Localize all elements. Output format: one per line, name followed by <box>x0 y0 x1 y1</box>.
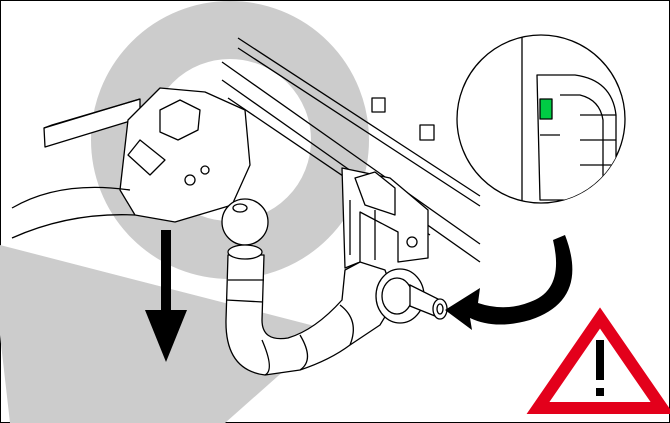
coupling-bolt-1 <box>185 175 195 185</box>
bracket-clip <box>355 172 395 215</box>
tow-neck <box>226 255 395 375</box>
socket-inner-ring <box>382 278 412 314</box>
down-arrow-shaft <box>161 230 171 315</box>
curved-arrow-body <box>445 235 573 330</box>
bracket-tab-2 <box>420 125 434 140</box>
tow-neck-band-1 <box>226 300 263 302</box>
warning-exclamation-dot <box>596 388 604 396</box>
tow-socket <box>376 269 447 323</box>
tow-ball-highlight <box>233 204 247 212</box>
coupling-head <box>120 88 250 222</box>
tow-neck-band-3 <box>262 340 269 375</box>
exclamation-warning-icon <box>538 318 662 408</box>
tow-ball-collar <box>228 245 262 259</box>
bracket-hole <box>407 237 417 247</box>
coupling-head-detail <box>160 100 200 140</box>
coupling-bolt-2 <box>201 166 209 174</box>
mounting-bracket <box>342 98 434 268</box>
curved-rotation-arrow <box>445 235 573 330</box>
drawbar-lower <box>12 215 135 238</box>
detail-inset <box>457 30 625 210</box>
green-lock-indicator <box>540 99 552 119</box>
bracket-tab-1 <box>372 98 385 112</box>
tow-neck-band-5 <box>340 305 353 345</box>
inset-housing <box>537 75 616 200</box>
tow-ball-assembly <box>222 199 395 375</box>
warning-exclamation-bar <box>596 340 604 380</box>
coupling-handle-top <box>44 99 140 128</box>
inset-housing-inner <box>560 95 603 200</box>
socket-pin-core <box>437 304 443 314</box>
down-arrow <box>145 230 187 362</box>
down-arrow-head <box>145 310 187 362</box>
coupling-lever <box>128 140 165 175</box>
tow-neck-band-4 <box>300 335 308 370</box>
drawbar-upper <box>12 187 130 208</box>
trailer-coupling <box>12 88 250 238</box>
